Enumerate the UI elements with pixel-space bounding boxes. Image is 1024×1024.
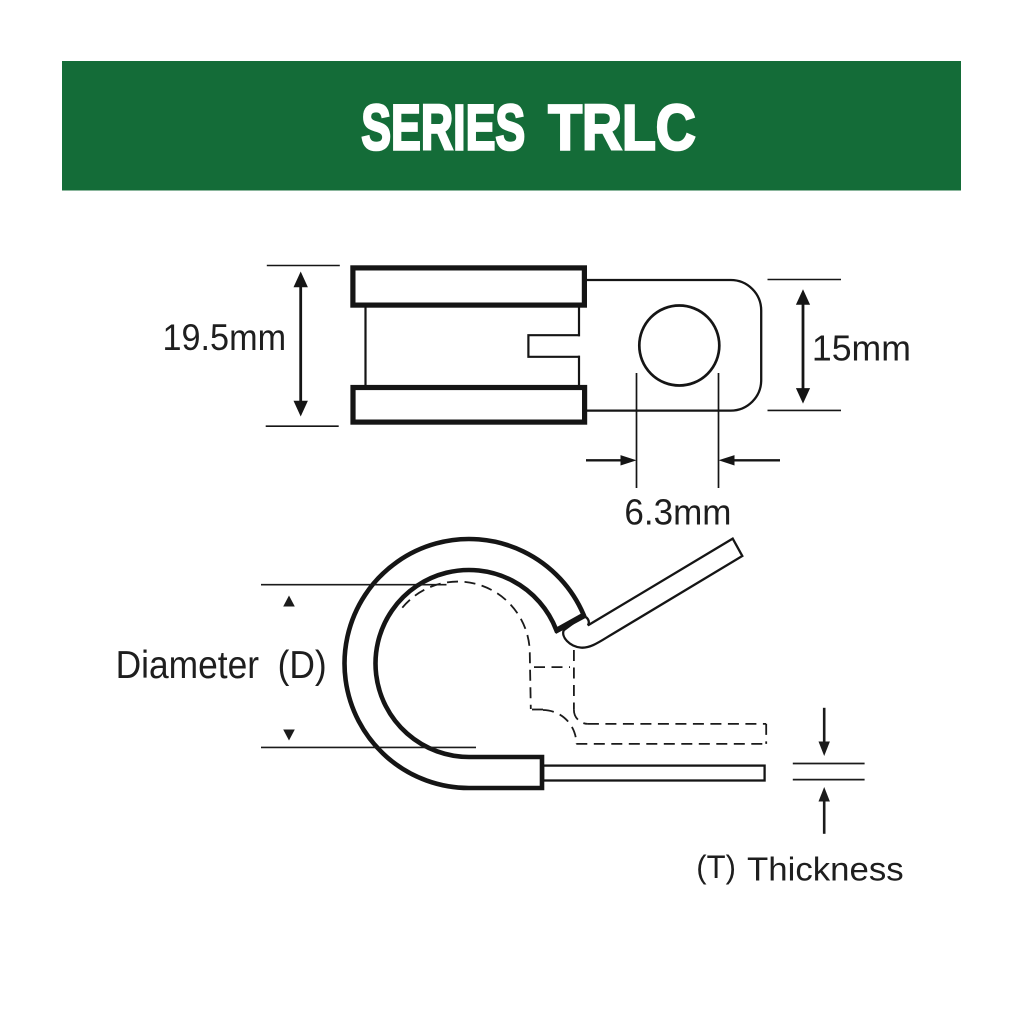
svg-text:SERIES: SERIES [361, 92, 525, 164]
svg-text:Diameter: Diameter [116, 642, 259, 686]
svg-text:(T): (T) [696, 848, 736, 885]
svg-text:19.5mm: 19.5mm [163, 317, 287, 358]
svg-text:6.3mm: 6.3mm [624, 492, 731, 533]
svg-text:Thickness: Thickness [747, 851, 904, 888]
svg-text:(D): (D) [278, 642, 327, 686]
svg-text:15mm: 15mm [812, 328, 911, 368]
svg-text:TRLC: TRLC [548, 92, 696, 164]
